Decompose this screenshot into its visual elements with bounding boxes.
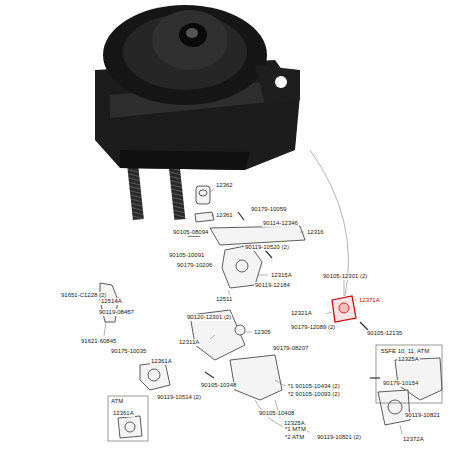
callout-number: 12511 bbox=[215, 296, 233, 303]
callout-number: 90119-12184 bbox=[254, 282, 291, 289]
callout-number: *2 90105-10093 (2) bbox=[287, 391, 341, 398]
callout-number: 90105-10348 bbox=[200, 382, 237, 389]
callout-number: 12311A bbox=[178, 339, 200, 346]
bolts bbox=[120, 212, 380, 378]
leader-lines bbox=[104, 150, 412, 434]
callout-number: 90119-10821 (2) bbox=[316, 434, 362, 441]
callout-number: 90179-08207 bbox=[272, 345, 309, 352]
callout-number: 12514A bbox=[100, 298, 123, 305]
callout-number: 90114-12346 bbox=[262, 220, 299, 227]
callout-number: 12321A bbox=[290, 310, 313, 317]
callout-number: 90179-12089 (2) bbox=[290, 324, 336, 331]
callout-number: 90119-10821 bbox=[404, 412, 441, 419]
callout-number: 90179-10206 bbox=[176, 262, 213, 269]
callout-number: 12371A bbox=[358, 297, 381, 304]
callout-number: 12325A bbox=[397, 356, 420, 363]
callout-number: 90105-12301 (2) bbox=[322, 273, 368, 280]
callout-number: 91621-60845 bbox=[80, 338, 117, 345]
callout-number: 12361A bbox=[112, 410, 135, 417]
callout-number: 90120-12301 (2) bbox=[186, 314, 232, 321]
callout-number: 12361A bbox=[150, 358, 173, 365]
callout-number: 90105-08094 bbox=[172, 229, 209, 236]
callout-number: *1 MTM bbox=[284, 426, 307, 433]
callout-number: 12361 bbox=[215, 212, 234, 219]
parts bbox=[100, 186, 442, 441]
callout-number: *1 90105-10434 (2) bbox=[287, 383, 341, 390]
callout-number: 90119-08457 bbox=[98, 309, 135, 316]
callout-number: 12362 bbox=[215, 182, 234, 189]
callout-number: 90105-10091 bbox=[168, 252, 205, 259]
callout-number: 90175-10035 bbox=[110, 348, 147, 355]
callout-number: 12372A bbox=[402, 436, 425, 443]
callout-number: 90105-10408 bbox=[258, 410, 295, 417]
callout-number: 90119-10514 (2) bbox=[156, 394, 202, 401]
callout-number: 90105-12135 bbox=[366, 330, 403, 337]
callout-number: 12305 bbox=[253, 329, 272, 336]
callout-number: 90179-10059 bbox=[250, 206, 287, 213]
callout-number: 5SFE 10, 11, ATM bbox=[380, 348, 430, 355]
mount-photo bbox=[95, 5, 300, 220]
callout-number: 12315A bbox=[270, 272, 293, 279]
callout-number: ATM bbox=[110, 398, 124, 405]
callout-number: 90179-10154 bbox=[382, 380, 419, 387]
callout-number: *2 ATM bbox=[284, 434, 305, 441]
callout-number: 12316 bbox=[306, 229, 325, 236]
callout-number: 90119-10520 (2) bbox=[244, 244, 290, 251]
